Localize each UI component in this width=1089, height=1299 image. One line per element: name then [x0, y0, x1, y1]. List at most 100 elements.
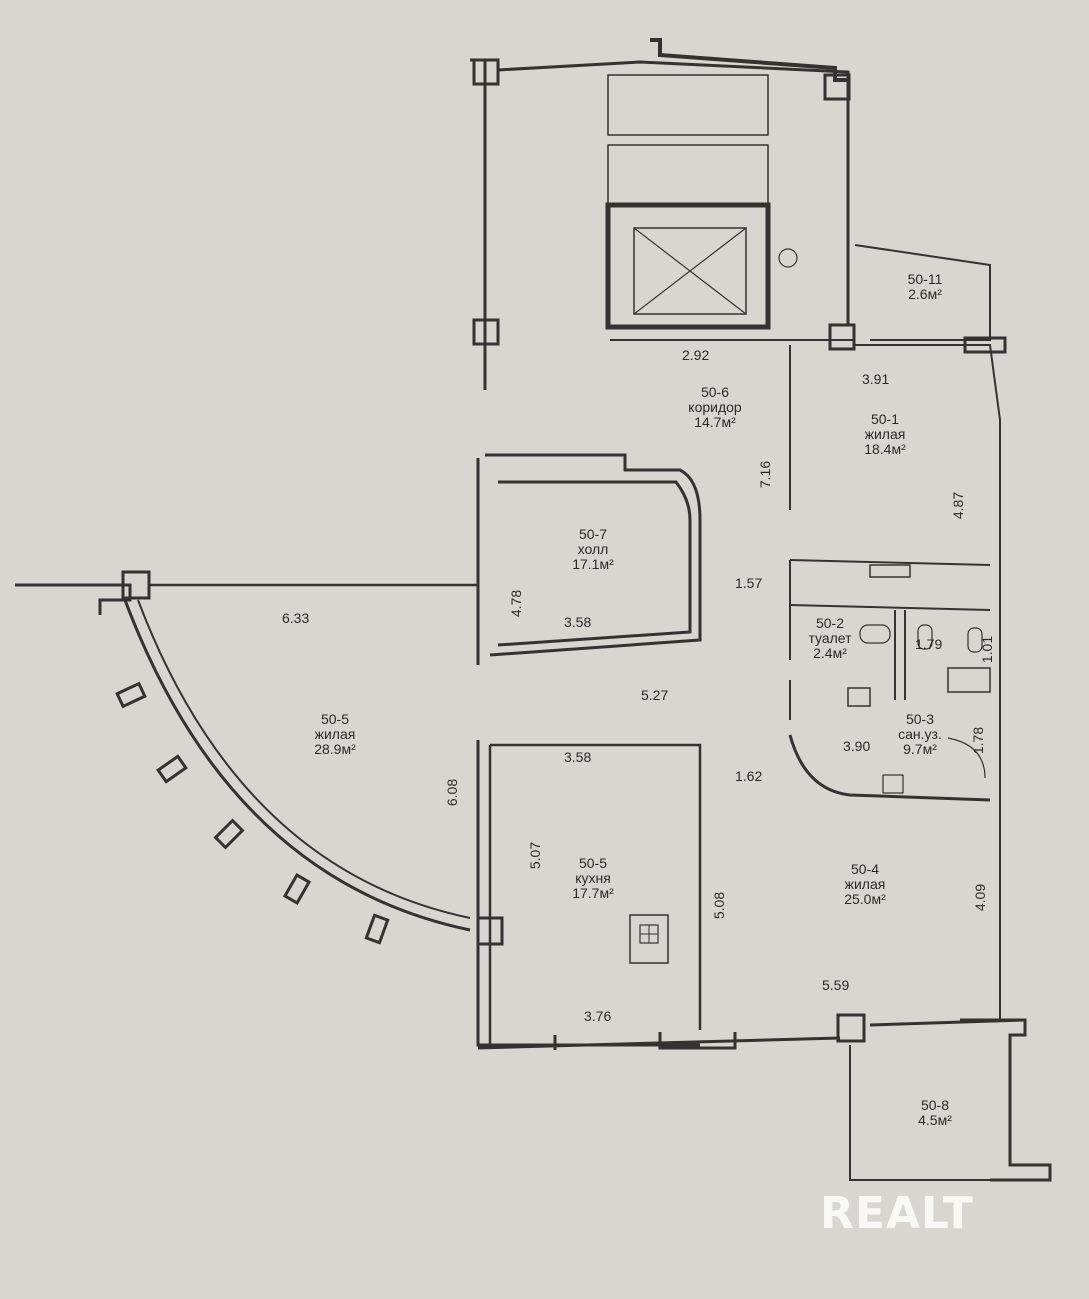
toilet-bowl: [859, 624, 891, 644]
room-50-1: 50-1 жилая 18.4м²: [840, 412, 930, 457]
wall-top-outer: [650, 38, 848, 82]
dim-6-08: 6.08: [444, 778, 461, 807]
room-code: 50-5: [320, 711, 350, 727]
balcony-50-11-outline: [854, 244, 991, 341]
column-mid-left: [472, 318, 500, 346]
stair-flight-upper: [607, 74, 769, 136]
room-area: 18.4м²: [864, 441, 906, 457]
column-top-left: [472, 58, 500, 86]
sink-2: [967, 627, 983, 653]
shower-arc: [947, 737, 986, 779]
vent-block: [869, 564, 911, 578]
room-code: 50-6: [700, 384, 730, 400]
room-code: 50-1: [870, 411, 900, 427]
drain-circle: [778, 248, 798, 268]
dim-4-09: 4.09: [972, 883, 989, 912]
room-name: кухня: [575, 870, 611, 886]
room-name: жилая: [844, 876, 886, 892]
room-area: 28.9м²: [314, 741, 356, 757]
room-code: 50-7: [578, 526, 608, 542]
bathroom-curved-wall: [788, 734, 991, 802]
dim-3-76: 3.76: [584, 1008, 612, 1024]
balcony-50-8-outline: [849, 1045, 995, 1181]
room-area: 17.7м²: [572, 885, 614, 901]
room-name: сан.уз.: [898, 726, 942, 742]
arc-pier-4: [282, 873, 312, 905]
stove: [629, 914, 669, 964]
room-area: 17.1м²: [572, 556, 614, 572]
arc-pier-5: [364, 913, 390, 945]
room-name: жилая: [314, 726, 356, 742]
dim-3-58-kitchen: 3.58: [564, 749, 592, 765]
hall-outer-wall: [485, 453, 702, 657]
stair-flight-lower: [607, 144, 769, 206]
room-area: 9.7м²: [903, 741, 937, 757]
room-50-4: 50-4 жилая 25.0м²: [820, 862, 910, 907]
dim-1-57: 1.57: [735, 575, 763, 591]
toilet-right-wall: [894, 610, 906, 700]
dim-1-62: 1.62: [735, 768, 763, 784]
room-50-3: 50-3 сан.уз. 9.7м²: [880, 712, 960, 757]
bath-tub: [947, 667, 991, 693]
kitchen-right-wall: [490, 743, 702, 1030]
column-mid-right: [828, 323, 856, 351]
arc-pier-3: [213, 818, 245, 850]
dim-5-07: 5.07: [527, 841, 544, 870]
room-area: 4.5м²: [918, 1112, 952, 1128]
room-50-2: 50-2 туалет 2.4м²: [795, 616, 865, 661]
arc-pier-2: [156, 754, 188, 784]
room-code: 50-11: [907, 271, 943, 287]
dim-4-87: 4.87: [950, 491, 967, 520]
room-name: коридор: [688, 399, 742, 415]
balcony-50-8-post: [960, 1018, 1052, 1182]
dim-7-16: 7.16: [757, 460, 774, 489]
stove-cross: [640, 925, 658, 943]
room-50-5-kitchen: 50-5 кухня 17.7м²: [548, 856, 638, 901]
room-name: туалет: [808, 630, 852, 646]
dim-5-08: 5.08: [711, 891, 728, 920]
room-area: 14.7м²: [694, 414, 736, 430]
dim-5-59: 5.59: [822, 977, 850, 993]
realt-watermark: REALT: [820, 1188, 974, 1239]
elevator-shaft: [605, 202, 771, 330]
room-50-5-living: 50-5 жилая 28.9м²: [290, 712, 380, 757]
dim-4-78: 4.78: [508, 589, 525, 618]
elevator-cabin: [633, 227, 747, 315]
dim-3-91: 3.91: [862, 371, 890, 387]
room-50-11: 50-11 2.6м²: [895, 272, 955, 302]
room-50-8: 50-8 4.5м²: [905, 1098, 965, 1128]
window-bottom: [553, 1032, 737, 1050]
column-top-right: [823, 73, 851, 101]
dim-1-01: 1.01: [979, 635, 996, 664]
arc-pier-1: [115, 681, 147, 709]
room-area: 2.6м²: [908, 286, 942, 302]
wall-left-stub: [15, 583, 132, 615]
room-code: 50-4: [850, 861, 880, 877]
bathroom-walls: [789, 559, 991, 611]
dim-3-58-hall: 3.58: [564, 614, 592, 630]
room-50-6: 50-6 коридор 14.7м²: [665, 385, 765, 430]
dim-3-90: 3.90: [843, 738, 871, 754]
dim-5-27: 5.27: [641, 687, 669, 703]
hall-inner-wall: [497, 480, 692, 647]
room-name: жилая: [864, 426, 906, 442]
elevator-cross: [633, 227, 747, 315]
arc-inner: [137, 599, 471, 919]
column-arc-end: [476, 916, 504, 946]
arc-outer: [123, 599, 471, 932]
right-outer-wall: [855, 344, 1001, 1020]
sink-1: [917, 624, 933, 650]
room-area: 2.4м²: [813, 645, 847, 661]
washer: [847, 687, 871, 707]
room-area: 25.0м²: [844, 891, 886, 907]
room-name: холл: [577, 541, 609, 557]
dim-2-92: 2.92: [682, 347, 710, 363]
room-code: 50-3: [905, 711, 935, 727]
column-bottom: [836, 1013, 866, 1043]
dim-1-79: 1.79: [915, 636, 943, 652]
dim-6-33: 6.33: [282, 610, 310, 626]
dim-1-78: 1.78: [970, 726, 987, 755]
room-code: 50-8: [920, 1097, 950, 1113]
